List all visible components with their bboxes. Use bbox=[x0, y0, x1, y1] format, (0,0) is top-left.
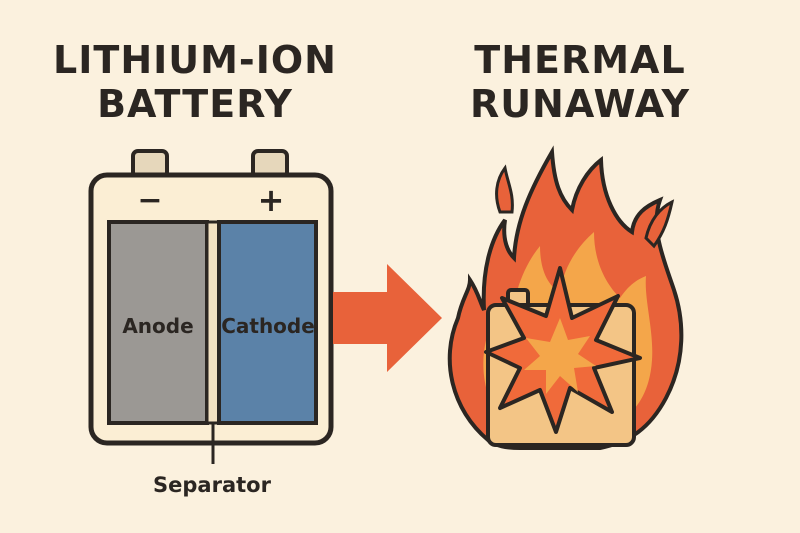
battery-cell: − + Anode Cathode Separator bbox=[88, 149, 334, 497]
cathode-label: Cathode bbox=[221, 314, 315, 338]
lithium-ion-title-line1: LITHIUM-ION bbox=[53, 38, 337, 82]
lithium-ion-battery-title: LITHIUM-ION BATTERY bbox=[40, 38, 350, 126]
positive-symbol: + bbox=[258, 181, 285, 219]
separator-label: Separator bbox=[153, 473, 272, 497]
negative-symbol: − bbox=[137, 183, 162, 218]
thermal-runaway-title-line1: THERMAL bbox=[474, 38, 686, 82]
explosion-burst bbox=[484, 266, 642, 434]
thermal-runaway-title-line2: RUNAWAY bbox=[469, 82, 691, 126]
flame-tongue-left bbox=[495, 164, 514, 214]
thermal-runaway-title: THERMAL RUNAWAY bbox=[430, 38, 730, 126]
lithium-ion-title-line2: BATTERY bbox=[97, 82, 293, 126]
anode-label: Anode bbox=[122, 314, 193, 338]
transition-arrow bbox=[333, 264, 442, 372]
flame-tongue-right bbox=[644, 199, 675, 249]
cathode-block bbox=[217, 220, 318, 425]
burst-inner bbox=[524, 318, 596, 394]
